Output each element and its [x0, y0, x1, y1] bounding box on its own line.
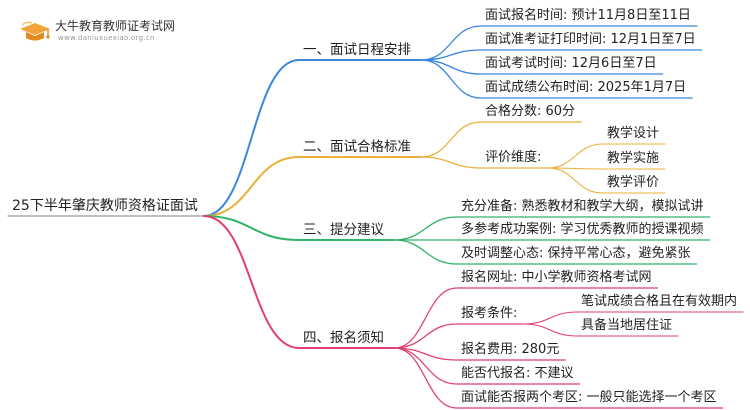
tip-preparation: 充分准备: 熟悉教材和教学大纲，模拟试讲 — [461, 199, 704, 214]
brand-title: 大牛教育教师证考试网 — [55, 19, 176, 33]
dimension-teaching-evaluation-connector — [546, 167, 604, 194]
registration-conditions-connector — [393, 323, 458, 349]
root-topic: 25下半年肇庆教师资格证面试 — [12, 198, 198, 214]
condition-written-exam-passed: 笔试成绩合格且在有效期内 — [581, 294, 738, 309]
proxy-registration-connector — [393, 347, 458, 385]
dimension-teaching-implementation: 教学实施 — [607, 151, 660, 166]
branch-schedule-connector — [202, 59, 300, 217]
branch-pass-standard-connector — [202, 156, 300, 217]
tip-preparation-connector — [393, 216, 458, 241]
condition-residence-permit: 具备当地居住证 — [581, 318, 673, 333]
two-exam-areas: 面试能否报两个考区: 一般只能选择一个考区 — [461, 390, 717, 405]
dimension-teaching-design-connector — [546, 143, 604, 169]
dimension-teaching-evaluation: 教学评价 — [607, 175, 660, 190]
registration-fee: 报名费用: 280元 — [461, 342, 560, 357]
registration-website-connector — [393, 287, 458, 349]
pass-score: 合格分数: 60分 — [485, 104, 576, 119]
branch-tips-connector — [202, 215, 300, 241]
proxy-registration: 能否代报名: 不建议 — [461, 366, 574, 381]
dimension-teaching-design: 教学设计 — [607, 126, 660, 141]
two-exam-areas-connector — [393, 347, 458, 409]
branch-registration-notes: 四、报名须知 — [303, 330, 384, 346]
brand-url: www.daniuxuexiao.org.cn — [58, 34, 155, 42]
schedule-registration-time: 面试报名时间: 预计11月8日至11日 — [485, 8, 691, 23]
schedule-exam-time-connector — [420, 59, 482, 75]
tip-mindset-connector — [393, 239, 458, 265]
schedule-exam-time: 面试考试时间: 12月6日至7日 — [485, 56, 657, 71]
schedule-results-time-connector — [420, 59, 482, 99]
branch-schedule: 一、面试日程安排 — [303, 42, 411, 58]
tip-case-studies: 多参考成功案例: 学习优秀教师的授课视频 — [461, 222, 704, 237]
pass-score-connector — [420, 121, 482, 158]
condition-residence-permit-connector — [522, 323, 578, 337]
condition-written-exam-passed-connector — [522, 311, 578, 325]
schedule-admission-ticket-time: 面试准考证打印时间: 12月1日至7日 — [485, 32, 696, 47]
evaluation-dimensions-connector — [420, 156, 482, 169]
branch-tips: 三、提分建议 — [303, 222, 384, 238]
evaluation-dimensions: 评价维度: — [485, 150, 542, 165]
tip-mindset: 及时调整心态: 保持平常心态，避免紧张 — [461, 246, 691, 261]
registration-website: 报名网址: 中小学教师资格考试网 — [461, 270, 652, 285]
graduation-cap-logo-icon — [20, 21, 50, 41]
registration-conditions: 报考条件: — [461, 306, 518, 321]
schedule-results-time: 面试成绩公布时间: 2025年1月7日 — [485, 80, 687, 95]
branch-pass-standard: 二、面试合格标准 — [303, 139, 411, 155]
branch-registration-notes-connector — [202, 215, 300, 349]
